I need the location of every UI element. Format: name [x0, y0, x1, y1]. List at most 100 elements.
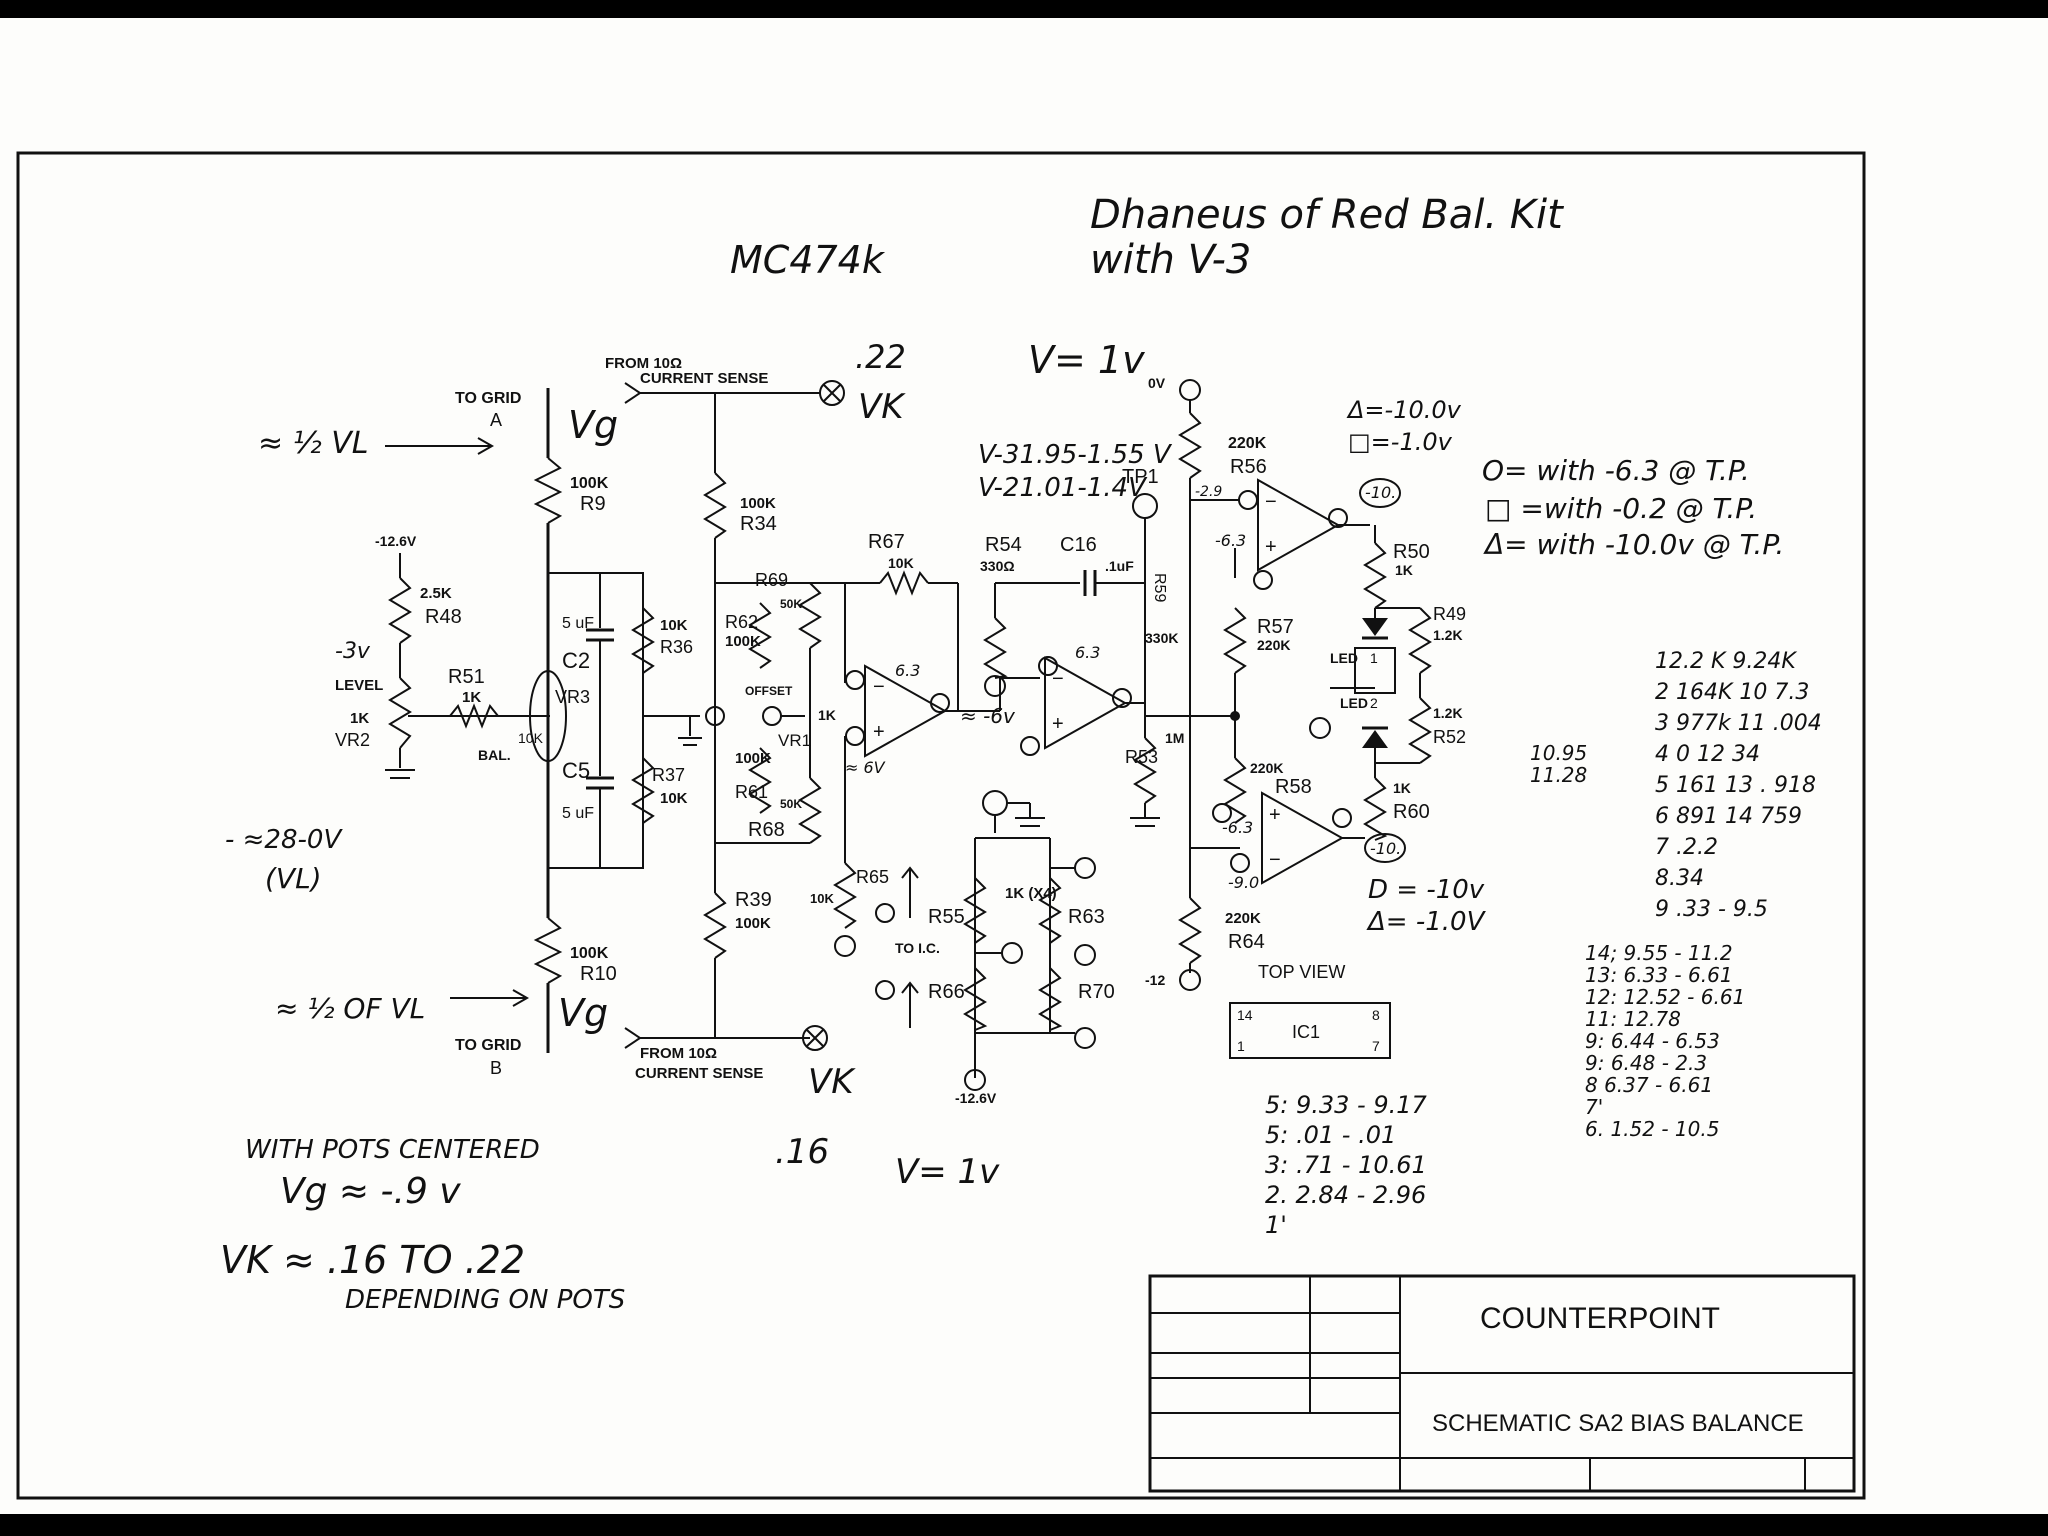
svg-text:R65: R65 — [856, 867, 889, 887]
table_right_b-line: 6. 1.52 - 10.5 — [1585, 1117, 1719, 1141]
svg-text:.16: .16 — [775, 1132, 829, 1172]
input-stage: 100K R34 R39 100K 100K R62 100K R61 R69 … — [703, 393, 836, 1038]
svg-text:R61: R61 — [735, 782, 768, 802]
svg-text:BAL.: BAL. — [478, 747, 511, 763]
svg-text:VK ≈ .16 TO .22: VK ≈ .16 TO .22 — [220, 1238, 525, 1282]
svg-text:TO GRID: TO GRID — [455, 390, 521, 407]
svg-text:IC1: IC1 — [1292, 1022, 1320, 1042]
table_right-line: 3 977k 11 .004 — [1655, 711, 1822, 736]
svg-text:5 uF: 5 uF — [562, 615, 594, 632]
table_right_b-line: 9: 6.44 - 6.53 — [1585, 1029, 1720, 1053]
svg-text:Vg: Vg — [568, 403, 618, 447]
svg-text:FROM 10Ω: FROM 10Ω — [605, 355, 682, 372]
table_right_b-line: 8 6.37 - 6.61 — [1585, 1073, 1713, 1097]
svg-text:V-21.01-1.4V: V-21.01-1.4V — [978, 473, 1148, 503]
svg-text:V-31.95-1.55 V: V-31.95-1.55 V — [978, 440, 1173, 470]
svg-text:100K: 100K — [725, 633, 761, 650]
grid-section: TO GRID A 100K R9 100K R10 TO GRID B Vg … — [225, 388, 702, 1078]
table_right-line: 12.2 K 9.24K — [1655, 649, 1797, 674]
table_right-line: 2 164K 10 7.3 — [1655, 680, 1809, 705]
svg-text:100K: 100K — [735, 915, 771, 932]
svg-text:O= with -6.3 @ T.P.: O= with -6.3 @ T.P. — [1482, 454, 1750, 487]
svg-text:-12.6V: -12.6V — [955, 1090, 997, 1106]
header-note-1: Dhaneus of Red Bal. Kit — [1090, 192, 1564, 238]
svg-text:2: 2 — [1370, 695, 1378, 711]
opamps-3-4: 0V R59 330K -12 220K R56 -2.9 − + -6.3 R… — [1145, 375, 1406, 991]
svg-text:A: A — [490, 410, 502, 430]
table_mid-line: 1' — [1265, 1211, 1287, 1239]
svg-text:V= 1v: V= 1v — [895, 1152, 1000, 1192]
resistor-network: R65 10K -12.6V R55 R63 R66 R70 1K (X4) T… — [810, 790, 1391, 1106]
table_right-line: 6 891 14 759 — [1655, 804, 1802, 829]
svg-text:≈ 6V: ≈ 6V — [845, 758, 886, 777]
svg-text:R66: R66 — [928, 981, 965, 1003]
svg-text:C16: C16 — [1060, 534, 1097, 556]
svg-text:R53: R53 — [1125, 747, 1158, 767]
svg-text:7: 7 — [1372, 1038, 1380, 1054]
svg-text:50K: 50K — [780, 797, 802, 811]
svg-text:1K: 1K — [818, 707, 836, 723]
svg-text:VR3: VR3 — [555, 687, 590, 707]
svg-text:LED: LED — [1330, 650, 1358, 666]
svg-text:1: 1 — [1237, 1038, 1245, 1054]
svg-text:10K: 10K — [660, 790, 688, 807]
svg-text:-12: -12 — [1145, 972, 1165, 988]
led-chain: R50 1K 1 2 LED LED R49 1.2K 1.2K R52 1K … — [1309, 525, 1466, 841]
svg-text:R55: R55 — [928, 906, 965, 928]
r10-resistor — [533, 917, 563, 984]
table_right-line: 5 161 13 . 918 — [1655, 773, 1816, 798]
svg-text:1: 1 — [1370, 650, 1378, 666]
table_right-line: 9 .33 - 9.5 — [1655, 897, 1768, 922]
company-name: COUNTERPOINT — [1480, 1302, 1720, 1335]
svg-text:LEVEL: LEVEL — [335, 677, 383, 694]
svg-text:100K: 100K — [570, 945, 609, 962]
svg-text:50K: 50K — [780, 597, 802, 611]
svg-text:R59: R59 — [1151, 573, 1168, 602]
svg-text:6.3: 6.3 — [895, 661, 920, 680]
svg-text:R64: R64 — [1228, 931, 1265, 953]
half-vl-bottom: ≈ ½ OF VL — [275, 992, 425, 1025]
schematic-diagram: MC474k Dhaneus of Red Bal. Kit with V-3 … — [16, 151, 1866, 1500]
svg-text:1K: 1K — [350, 710, 369, 727]
svg-text:220K: 220K — [1257, 637, 1290, 653]
svg-text:1K: 1K — [462, 689, 481, 706]
svg-text:CURRENT SENSE: CURRENT SENSE — [640, 370, 768, 387]
svg-text:R54: R54 — [985, 534, 1022, 556]
svg-text:R57: R57 — [1257, 616, 1294, 638]
svg-text:1K: 1K — [1395, 562, 1413, 578]
vr2-pot — [388, 677, 412, 749]
svg-text:R56: R56 — [1230, 456, 1267, 478]
current-sense: FROM 10Ω CURRENT SENSE VK .22 V= 1v FROM… — [605, 338, 1145, 1192]
svg-text:VR2: VR2 — [335, 730, 370, 750]
svg-text:-3v: -3v — [335, 639, 371, 664]
r9-resistor — [533, 457, 563, 524]
table_mid-line: 2. 2.84 - 2.96 — [1265, 1181, 1426, 1209]
table_right_b-line: 14; 9.55 - 11.2 — [1585, 941, 1733, 965]
svg-text:R36: R36 — [660, 637, 693, 657]
svg-text:R70: R70 — [1078, 981, 1115, 1003]
svg-text:Vg: Vg — [558, 991, 608, 1035]
svg-text:+: + — [873, 721, 885, 743]
svg-text:1M: 1M — [1165, 730, 1184, 746]
schematic-sheet: MC474k Dhaneus of Red Bal. Kit with V-3 … — [0, 18, 2048, 1514]
legend-notes: Δ=-10.0v □=-1.0v O= with -6.3 @ T.P. □ =… — [978, 396, 1784, 937]
svg-text:+: + — [1265, 536, 1277, 558]
svg-text:-6.3: -6.3 — [1215, 531, 1246, 550]
drawing-title: SCHEMATIC SA2 BIAS BALANCE — [1432, 1410, 1804, 1437]
svg-text:(VL): (VL) — [265, 862, 322, 895]
svg-text:5 uF: 5 uF — [562, 805, 594, 822]
table_mid-line: 3: .71 - 10.61 — [1265, 1151, 1427, 1179]
table_right-line: 8.34 — [1655, 866, 1704, 891]
svg-text:R49: R49 — [1433, 604, 1466, 624]
svg-text:□ =with -0.2 @ T.P.: □ =with -0.2 @ T.P. — [1485, 492, 1757, 525]
table_right_b-line: 11: 12.78 — [1585, 1007, 1681, 1031]
svg-text:+: + — [1269, 804, 1281, 826]
svg-text:D = -10v: D = -10v — [1368, 875, 1485, 905]
svg-text:R51: R51 — [448, 666, 485, 688]
svg-text:−: − — [1269, 849, 1281, 871]
svg-text:R68: R68 — [748, 819, 785, 841]
header-note-2: with V-3 — [1090, 237, 1251, 283]
svg-text:TP1: TP1 — [1122, 466, 1159, 488]
svg-text:Δ= -1.0V: Δ= -1.0V — [1366, 907, 1487, 937]
